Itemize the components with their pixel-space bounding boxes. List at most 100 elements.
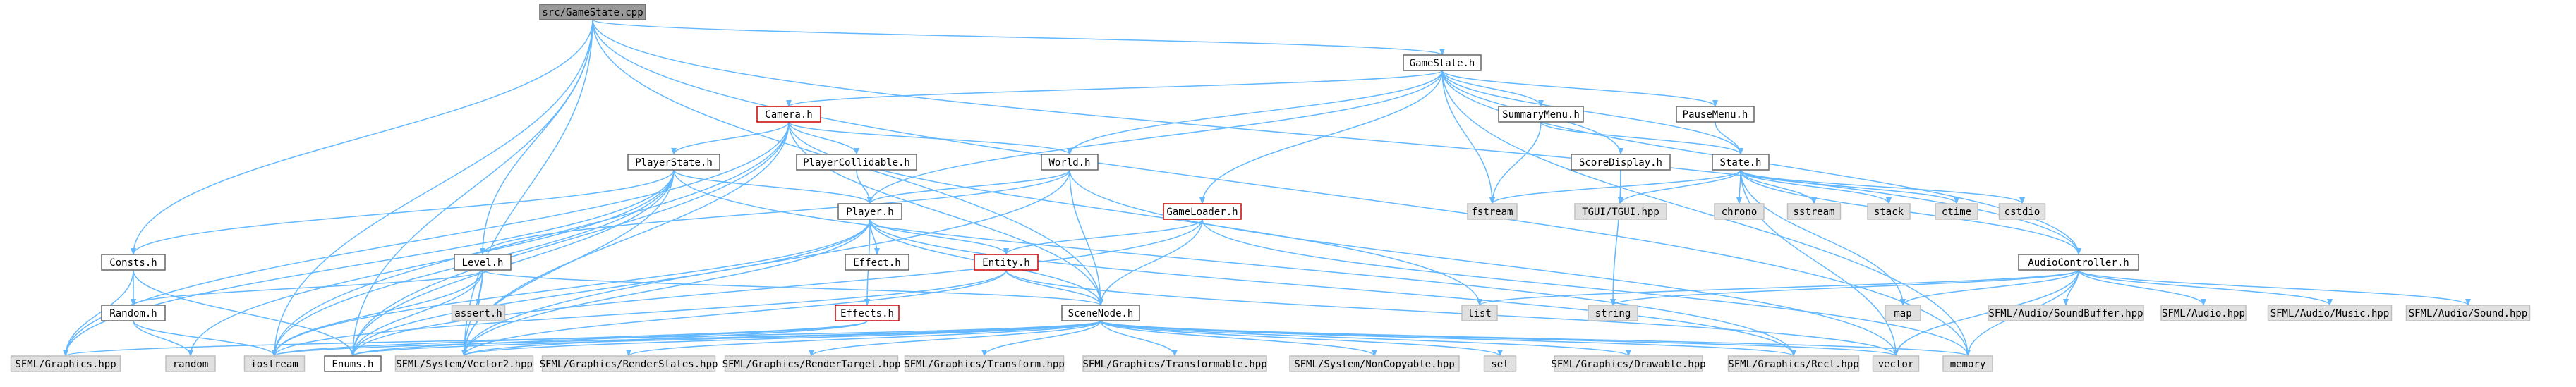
node-summarymenu-h[interactable]: SummaryMenu.h <box>1498 106 1584 123</box>
edge-entity_h-to-iostream <box>272 269 1007 357</box>
edge-scenenode_h-to-sfml_rendertarget <box>809 320 1101 357</box>
node-box <box>1574 203 1667 220</box>
edge-line <box>1489 169 1741 204</box>
node-level-h[interactable]: Level.h <box>454 254 512 271</box>
edge-gamestate_h-to-memory <box>1441 70 1971 357</box>
node-label: map <box>1894 308 1911 319</box>
node-scenenode-h[interactable]: SceneNode.h <box>1061 305 1140 321</box>
edge-camera_h-to-sfml_vector2 <box>461 121 790 357</box>
node-assert-h: assert.h <box>451 305 506 321</box>
edge-entity_h-to-vector <box>1005 269 1899 357</box>
edge-line <box>867 169 1070 204</box>
edge-world_h-to-vector <box>1069 169 1899 357</box>
node-box <box>1942 355 1993 372</box>
node-box <box>1998 203 2046 220</box>
edge-line <box>482 269 1103 306</box>
edge-audiocontroller_h-to-list <box>1477 269 2079 306</box>
node-pausemenu-h[interactable]: PauseMenu.h <box>1676 106 1755 123</box>
edge-line <box>1003 219 1203 255</box>
node-state-h[interactable]: State.h <box>1712 154 1770 171</box>
edge-line <box>1740 169 1899 357</box>
edge-line <box>133 269 356 357</box>
node-box <box>324 355 382 372</box>
edge-scenenode_h-to-sfml_renderstates <box>626 320 1101 357</box>
node-box <box>243 355 306 372</box>
node-label: SFML/Audio/Sound.hpp <box>2409 308 2528 319</box>
node-scoredisplay-h[interactable]: ScoreDisplay.h <box>1571 154 1671 171</box>
edge-summarymenu_h-to-fstream <box>1489 121 1542 204</box>
node-gameloader-h[interactable]: GameLoader.h <box>1163 203 1242 220</box>
node-box <box>539 4 646 20</box>
edge-line <box>461 219 871 357</box>
node-label: SFML/Audio/SoundBuffer.hpp <box>1988 308 2143 319</box>
edge-line <box>1540 121 1743 155</box>
edge-line <box>1715 121 1743 155</box>
node-box <box>837 203 902 220</box>
edge-line <box>809 320 1101 357</box>
node-label: iostream <box>250 359 298 370</box>
edge-gamestate_h-to-player_h <box>867 70 1443 204</box>
edge-line <box>1893 269 2079 357</box>
node-playercollidable-h[interactable]: PlayerCollidable.h <box>796 154 917 171</box>
node-label: Player.h <box>846 207 893 218</box>
edge-line <box>272 219 871 357</box>
node-cstdio: cstdio <box>1998 203 2046 220</box>
node-box <box>394 355 534 372</box>
node-string: string <box>1588 305 1638 321</box>
node-label: Camera.h <box>765 109 812 121</box>
edge-line <box>133 320 277 357</box>
node-box <box>1885 305 1921 321</box>
node-tgui: TGUI/TGUI.hpp <box>1574 203 1667 220</box>
node-list: list <box>1461 305 1498 321</box>
node-enums-h[interactable]: Enums.h <box>324 355 382 372</box>
edge-gamestate_h-to-camera_h <box>786 70 1443 107</box>
node-box <box>1498 106 1584 123</box>
node-audiocontroller-h[interactable]: AudioController.h <box>2018 254 2139 271</box>
edge-line <box>1740 169 2025 204</box>
node-label: Effect.h <box>853 257 900 269</box>
edge-gamestate_cpp-to-sfml_vector2 <box>461 19 593 357</box>
node-entity-h[interactable]: Entity.h <box>974 254 1039 271</box>
node-label: SFML/System/Vector2.hpp <box>396 359 533 370</box>
edge-world_h-to-player_h <box>867 169 1070 204</box>
edge-gamestate_h-to-fstream <box>1441 70 1495 204</box>
node-consts-h[interactable]: Consts.h <box>101 254 166 271</box>
node-playerstate-h[interactable]: PlayerState.h <box>627 154 720 171</box>
node-box <box>165 355 216 372</box>
node-camera-h[interactable]: Camera.h <box>756 106 821 123</box>
edge-audiocontroller_h-to-sfml_audio <box>2078 269 2206 306</box>
node-box <box>835 305 900 321</box>
node-player-h[interactable]: Player.h <box>837 203 902 220</box>
node-label: assert.h <box>454 308 502 319</box>
node-label: set <box>1491 359 1508 370</box>
node-label: string <box>1595 308 1631 319</box>
node-random-h[interactable]: Random.h <box>101 305 166 321</box>
edge-line <box>63 269 134 357</box>
node-label: PauseMenu.h <box>1683 109 1748 121</box>
edge-level_h-to-iostream <box>272 269 483 357</box>
node-gamestate-h[interactable]: GameState.h <box>1403 54 1482 71</box>
edge-playerstate_h-to-sfml_rect <box>673 169 1796 357</box>
node-box <box>1988 305 2144 321</box>
node-set: set <box>1483 355 1517 372</box>
node-effects-h[interactable]: Effects.h <box>835 305 900 321</box>
node-world-h[interactable]: World.h <box>1041 154 1099 171</box>
node-label: cstdio <box>2004 207 2040 218</box>
node-box <box>724 355 899 372</box>
node-gamestate-cpp[interactable]: src/GameState.cpp <box>539 4 646 20</box>
edge-line <box>1100 320 1631 357</box>
edge-line <box>1740 169 1906 306</box>
node-label: SFML/System/NonCopyable.hpp <box>1294 359 1455 370</box>
edge-line <box>461 19 593 357</box>
node-sfml-music: SFML/Audio/Music.hpp <box>2267 305 2393 321</box>
node-effect-h[interactable]: Effect.h <box>845 254 909 271</box>
node-box <box>2018 254 2139 271</box>
edge-line <box>1610 269 2079 306</box>
edge-level_h-to-scenenode_h <box>482 269 1103 306</box>
node-box <box>101 305 166 321</box>
edge-state_h-to-map <box>1740 169 1906 306</box>
node-box <box>2267 305 2393 321</box>
node-box <box>1935 203 1978 220</box>
edge-gamestate_cpp-to-audiocontroller_h <box>592 19 2081 255</box>
